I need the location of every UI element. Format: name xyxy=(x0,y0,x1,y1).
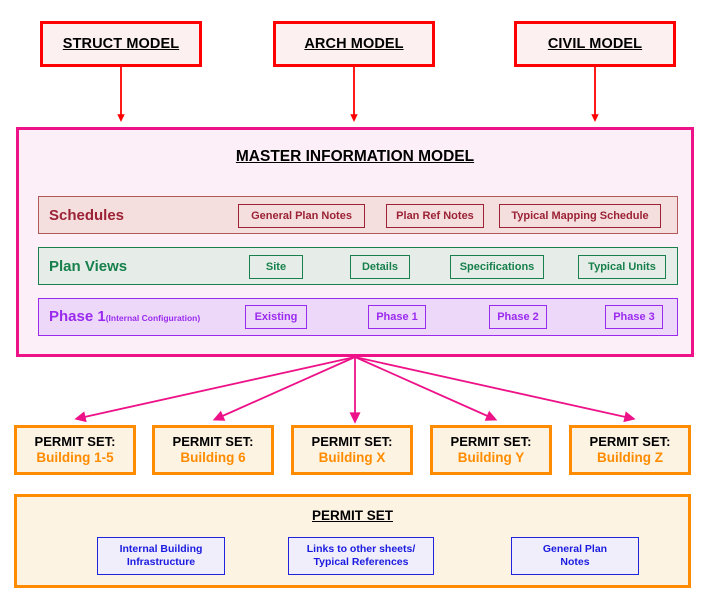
phase-row-label-main: Phase 1 xyxy=(49,308,106,325)
permit-set-box-building-1-5-line2: Building 1-5 xyxy=(36,449,114,465)
permit-set-box-building-y-line2: Building Y xyxy=(457,449,525,465)
plan-views-row-label: Plan Views xyxy=(49,258,128,275)
chip-phase-3-label: Phase 3 xyxy=(613,311,655,323)
chip-typical-units[interactable]: Typical Units xyxy=(578,255,666,279)
chip-general-plan-notes-label: General Plan Notes xyxy=(251,210,352,222)
permit-set-box-building-x[interactable]: PERMIT SET: Building X xyxy=(291,425,413,475)
chip-specifications-label: Specifications xyxy=(459,261,535,273)
permit-set-box-building-z-line1: PERMIT SET: xyxy=(589,433,671,449)
permit-set-box-building-z[interactable]: PERMIT SET: Building Z xyxy=(569,425,691,475)
chip-phase-1[interactable]: Phase 1 xyxy=(368,305,426,329)
master-information-model-box: MASTER INFORMATION MODEL Schedules Gener… xyxy=(16,127,694,357)
permit-set-detail-box: PERMIT SET Internal Building Infrastruct… xyxy=(14,494,691,588)
permit-set-box-building-6-line1: PERMIT SET: xyxy=(172,433,254,449)
chip-typical-mapping-schedule-label: Typical Mapping Schedule xyxy=(511,210,649,222)
arch-model-label: ARCH MODEL xyxy=(304,36,404,52)
subchip-links-to-other-sheets[interactable]: Links to other sheets/ Typical Reference… xyxy=(288,537,434,575)
phase-row-label: Phase 1(Internal Configuration) xyxy=(49,308,200,326)
arrow-master-to-permit-1 xyxy=(74,356,356,423)
permit-set-box-building-y[interactable]: PERMIT SET: Building Y xyxy=(430,425,552,475)
chip-plan-ref-notes[interactable]: Plan Ref Notes xyxy=(386,204,484,228)
chip-phase-2[interactable]: Phase 2 xyxy=(489,305,547,329)
chip-typical-units-label: Typical Units xyxy=(588,261,656,273)
chip-details-label: Details xyxy=(361,261,399,273)
permit-set-box-building-z-line2: Building Z xyxy=(597,449,663,465)
chip-site-label: Site xyxy=(265,261,287,273)
chip-specifications[interactable]: Specifications xyxy=(450,255,544,279)
struct-model-box[interactable]: STRUCT MODEL xyxy=(40,21,202,67)
chip-details[interactable]: Details xyxy=(350,255,410,279)
master-information-model-title: MASTER INFORMATION MODEL xyxy=(235,148,475,165)
permit-set-box-building-6[interactable]: PERMIT SET: Building 6 xyxy=(152,425,274,475)
permit-set-box-building-y-line1: PERMIT SET: xyxy=(450,433,532,449)
civil-model-label: CIVIL MODEL xyxy=(547,36,643,52)
phase-row: Phase 1(Internal Configuration) Existing… xyxy=(38,298,678,336)
schedules-row: Schedules General Plan Notes Plan Ref No… xyxy=(38,196,678,234)
permit-set-box-building-x-line1: PERMIT SET: xyxy=(311,433,393,449)
struct-model-label: STRUCT MODEL xyxy=(62,36,180,52)
permit-set-box-building-6-line2: Building 6 xyxy=(180,449,246,465)
chip-existing[interactable]: Existing xyxy=(245,305,307,329)
chip-phase-3[interactable]: Phase 3 xyxy=(605,305,663,329)
arrow-master-to-permit-5 xyxy=(354,356,636,423)
chip-general-plan-notes[interactable]: General Plan Notes xyxy=(238,204,365,228)
schedules-row-label: Schedules xyxy=(49,207,125,224)
phase-row-label-sub: (Internal Configuration) xyxy=(105,313,201,323)
chip-existing-label: Existing xyxy=(254,311,298,323)
civil-model-box[interactable]: CIVIL MODEL xyxy=(514,21,676,67)
plan-views-row: Plan Views Site Details Specifications T… xyxy=(38,247,678,285)
arch-model-box[interactable]: ARCH MODEL xyxy=(273,21,435,67)
chip-plan-ref-notes-label: Plan Ref Notes xyxy=(396,210,474,222)
permit-set-box-building-1-5[interactable]: PERMIT SET: Building 1-5 xyxy=(14,425,136,475)
permit-set-detail-title: PERMIT SET xyxy=(311,508,393,523)
chip-phase-2-label: Phase 2 xyxy=(497,311,539,323)
chip-typical-mapping-schedule[interactable]: Typical Mapping Schedule xyxy=(499,204,661,228)
permit-set-box-building-1-5-line1: PERMIT SET: xyxy=(34,433,116,449)
subchip-general-plan-notes[interactable]: General Plan Notes xyxy=(511,537,639,575)
chip-phase-1-label: Phase 1 xyxy=(376,311,418,323)
chip-site[interactable]: Site xyxy=(249,255,303,279)
permit-set-box-building-x-line2: Building X xyxy=(318,449,386,465)
arrow-master-to-permit-4 xyxy=(354,356,498,421)
subchip-internal-building-infrastructure[interactable]: Internal Building Infrastructure xyxy=(97,537,225,575)
arrow-master-to-permit-2 xyxy=(212,356,356,421)
